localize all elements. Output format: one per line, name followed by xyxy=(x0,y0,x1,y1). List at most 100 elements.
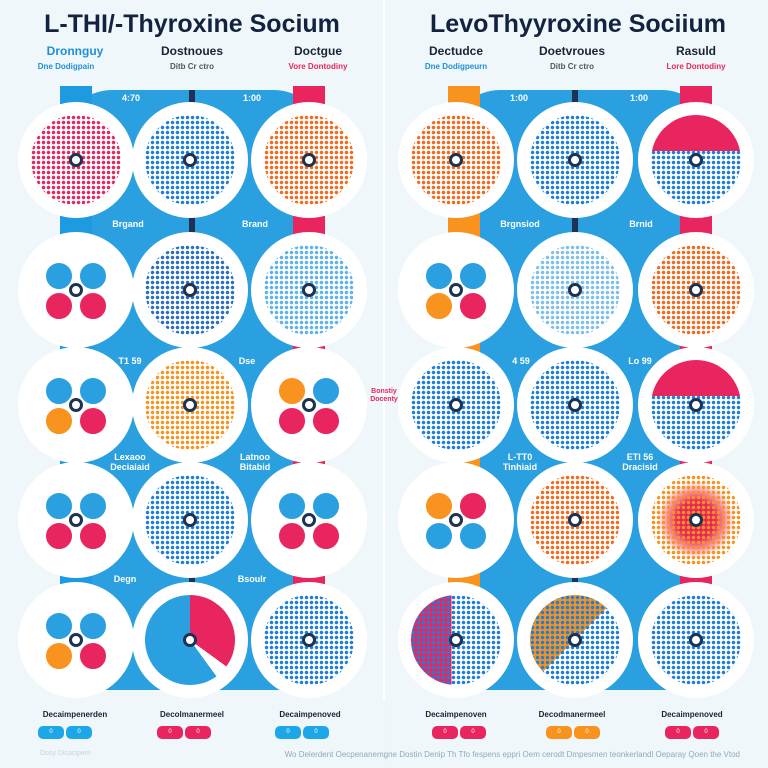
pill-icon xyxy=(44,406,74,436)
diagram-node xyxy=(398,102,514,218)
dose-button[interactable]: 0 xyxy=(546,726,572,739)
column-header: Doetvroues xyxy=(538,44,606,58)
pill-icon xyxy=(458,261,488,291)
pie-cluster xyxy=(145,595,235,685)
value-label: 1:00 xyxy=(242,93,262,103)
blue-pink-dots-cluster xyxy=(651,360,741,450)
center-marker-icon xyxy=(183,398,197,412)
diagram-node xyxy=(18,462,134,578)
dose-button[interactable]: 0 xyxy=(157,726,183,739)
mixed-pills-cluster xyxy=(31,360,121,450)
dose-button[interactable]: 0 xyxy=(303,726,329,739)
orange-dots-cluster xyxy=(530,475,620,565)
value-label: 1:00 xyxy=(629,93,649,103)
orange-pink-pills-cluster xyxy=(264,360,354,450)
dose-button[interactable]: 0 xyxy=(693,726,719,739)
pill-icon xyxy=(44,641,74,671)
value-label: 4:70 xyxy=(121,93,141,103)
pill-icon xyxy=(78,641,108,671)
column-header: Doctgue xyxy=(294,44,342,58)
dose-button[interactable]: 0 xyxy=(574,726,600,739)
center-marker-icon xyxy=(449,513,463,527)
blue-dots-cluster xyxy=(530,360,620,450)
center-marker-icon xyxy=(568,398,582,412)
center-marker-icon xyxy=(183,513,197,527)
pill-icon xyxy=(311,521,341,551)
diagram-node xyxy=(517,347,633,463)
center-marker-icon xyxy=(302,153,316,167)
pill-icon xyxy=(78,291,108,321)
pill-icon xyxy=(458,521,488,551)
value-label: L-TT0 Tinhiaid xyxy=(502,452,538,472)
center-marker-icon xyxy=(449,153,463,167)
value-label: Latnoo Bitabid xyxy=(239,452,271,472)
center-marker-icon xyxy=(568,513,582,527)
center-marker-icon xyxy=(69,633,83,647)
diagram-node xyxy=(638,102,754,218)
blue-dots-cluster xyxy=(411,360,501,450)
blue-dots-cluster xyxy=(145,475,235,565)
pill-icon xyxy=(311,491,341,521)
center-marker-icon xyxy=(69,153,83,167)
diagram-node xyxy=(398,232,514,348)
dose-button[interactable]: 0 xyxy=(185,726,211,739)
dose-button[interactable]: 0 xyxy=(66,726,92,739)
pill-icon xyxy=(78,376,108,406)
center-note: Bonstiy Docenty xyxy=(370,388,398,403)
blue-balls-cluster xyxy=(530,245,620,335)
dose-button[interactable]: 0 xyxy=(432,726,458,739)
bottom-label: Decaimpenerden xyxy=(42,710,108,719)
mixed-pills-cluster xyxy=(31,595,121,685)
pill-icon xyxy=(458,491,488,521)
dose-button[interactable]: 0 xyxy=(38,726,64,739)
orange-blue-dots-cluster xyxy=(530,595,620,685)
value-label: Brnid xyxy=(629,219,653,229)
column-sublabel: Ditb Cr ctro xyxy=(550,62,594,71)
blue-dots-cluster xyxy=(651,595,741,685)
diagram-node xyxy=(132,582,248,698)
bottom-label: Decaimpenoven xyxy=(425,710,487,719)
column-sublabel: Lore Dontodiny xyxy=(666,62,726,71)
diagram-node xyxy=(132,347,248,463)
pink-dots-cluster xyxy=(31,115,121,205)
orange-dots-cluster xyxy=(651,245,741,335)
orange-dots-cluster xyxy=(411,115,501,205)
center-marker-icon xyxy=(302,283,316,297)
pill-icon xyxy=(277,406,307,436)
panel-divider xyxy=(383,0,385,700)
diagram-node xyxy=(18,347,134,463)
center-marker-icon xyxy=(449,398,463,412)
column-header: Dostnoues xyxy=(160,44,224,58)
column-sublabel: Dne Dodigpain xyxy=(37,62,95,71)
panel-title: LevoThyyroxine Sociium xyxy=(430,10,726,38)
blue-pink-pills-cluster xyxy=(31,475,121,565)
bottom-label: Decaimpenoved xyxy=(279,710,341,719)
center-marker-icon xyxy=(689,513,703,527)
diagram-node xyxy=(251,102,367,218)
pill-icon xyxy=(78,611,108,641)
diagram-node xyxy=(398,582,514,698)
pill-icon xyxy=(458,291,488,321)
blue-pink-pills-cluster xyxy=(31,245,121,335)
value-label: T1 59 xyxy=(118,356,142,366)
value-label: 4 59 xyxy=(512,356,530,366)
column-sublabel: Vore Dontodiny xyxy=(288,62,348,71)
diagram-node xyxy=(132,232,248,348)
dose-button[interactable]: 0 xyxy=(275,726,301,739)
diagram-node xyxy=(638,582,754,698)
pill-icon xyxy=(44,291,74,321)
center-marker-icon xyxy=(183,283,197,297)
bottom-label: Decodmanermeel xyxy=(538,710,606,719)
diagram-node xyxy=(638,347,754,463)
left-panel: L-THI/-Thyroxine Socium Dronnguy Dostnou… xyxy=(18,10,367,757)
dose-button[interactable]: 0 xyxy=(460,726,486,739)
panel-title: L-THI/-Thyroxine Socium xyxy=(44,10,340,38)
pill-icon xyxy=(78,406,108,436)
blue-pills-cluster xyxy=(264,245,354,335)
center-marker-icon xyxy=(689,153,703,167)
pill-icon xyxy=(424,261,454,291)
center-marker-icon xyxy=(183,153,197,167)
center-marker-icon xyxy=(449,633,463,647)
diagram-node xyxy=(18,102,134,218)
dose-button[interactable]: 0 xyxy=(665,726,691,739)
